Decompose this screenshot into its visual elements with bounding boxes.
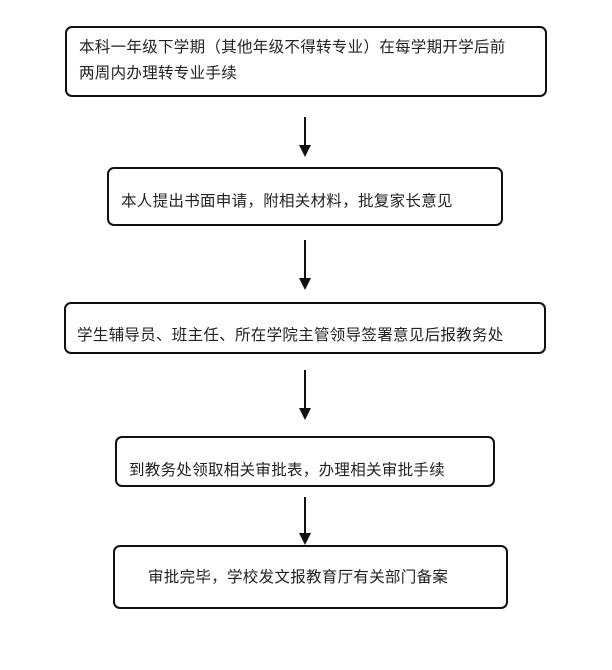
flow-step-1-text-line1: 本科一年级下学期（其他年级不得转专业）在每学期开学后前 bbox=[79, 38, 506, 56]
flow-step-5-text: 审批完毕，学校发文报教育厅有关部门备案 bbox=[148, 568, 449, 586]
arrow-head bbox=[299, 408, 311, 420]
flow-step-4-text: 到教务处领取相关审批表，办理相关审批手续 bbox=[129, 461, 446, 479]
flow-step-4-box bbox=[115, 436, 495, 487]
down-arrow-icon bbox=[295, 497, 315, 547]
flow-step-3-box bbox=[64, 302, 546, 354]
arrow-shaft bbox=[304, 240, 306, 280]
down-arrow-icon bbox=[295, 240, 315, 290]
flow-step-1-text-line2: 两周内办理转专业手续 bbox=[79, 64, 238, 82]
flow-step-3-text: 学生辅导员、班主任、所在学院主管领导签署意见后报教务处 bbox=[77, 326, 504, 344]
arrow-shaft bbox=[304, 370, 306, 410]
flow-step-1-box bbox=[65, 26, 547, 97]
arrow-shaft bbox=[304, 117, 306, 147]
flow-step-2-box bbox=[107, 167, 503, 226]
arrow-shaft bbox=[304, 497, 306, 535]
arrow-head bbox=[299, 145, 311, 157]
down-arrow-icon bbox=[295, 117, 315, 157]
flow-step-5-box bbox=[113, 545, 508, 609]
down-arrow-icon bbox=[295, 370, 315, 420]
arrow-head bbox=[299, 533, 311, 545]
arrow-head bbox=[299, 278, 311, 290]
flow-step-2-text: 本人提出书面申请，附相关材料，批复家长意见 bbox=[121, 192, 453, 210]
